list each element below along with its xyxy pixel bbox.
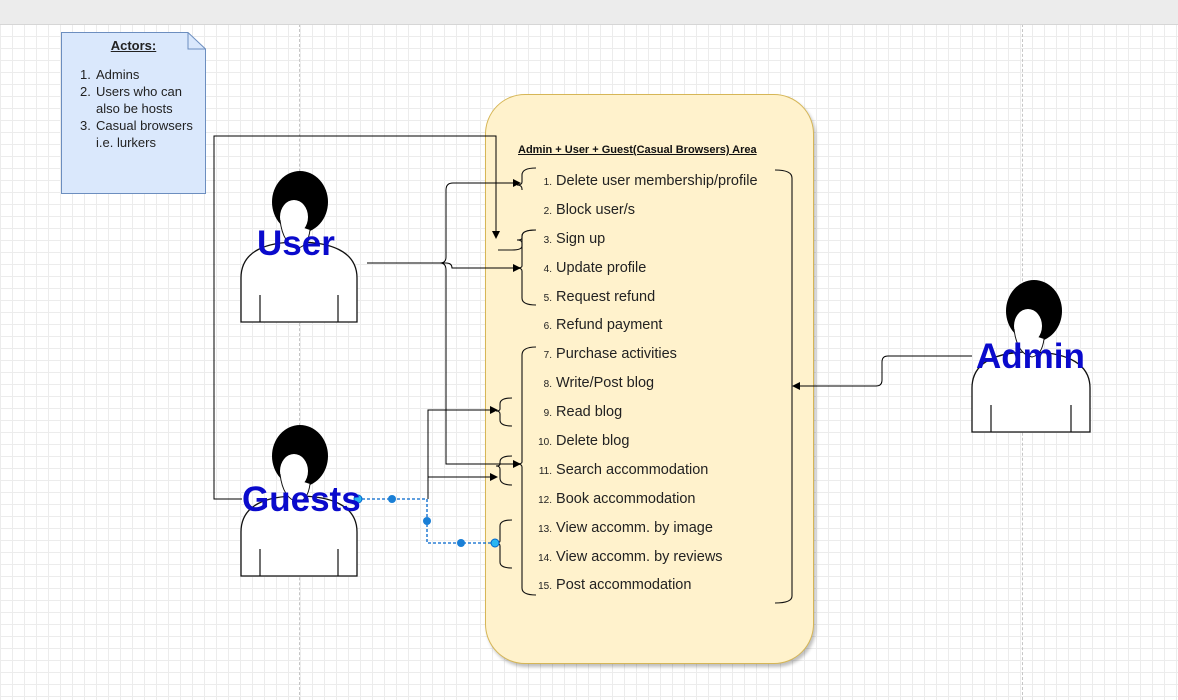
actor-list-item: Users who can also be hosts [80,83,206,117]
area-title: Admin + User + Guest(Casual Browsers) Ar… [518,144,757,156]
use-case-number: 12. [538,494,552,506]
use-case-list: 1. Delete user membership/profile 2. Blo… [530,167,780,600]
use-case-item[interactable]: 13. View accomm. by image [530,514,780,543]
use-case-item[interactable]: 5. Request refund [530,283,780,312]
toolbar-strip [0,0,1178,25]
use-case-number: 10. [538,437,552,449]
use-case-item[interactable]: 2. Block user/s [530,196,780,225]
actors-note[interactable]: Actors: Admins Users who can also be hos… [61,32,206,194]
note-title: Actors: [110,38,157,53]
guests-actor-label: Guests [242,480,361,519]
selected-connector[interactable] [353,494,500,548]
admin-connector [792,355,972,390]
use-case-label: Sign up [556,230,606,247]
use-case-number: 13. [538,523,552,535]
use-case-label: Read blog [556,404,623,421]
use-case-label: Delete user membership/profile [556,173,758,189]
page-break-line [299,24,300,700]
use-case-item[interactable]: 10. Delete blog [530,427,780,456]
use-case-item[interactable]: 6. Refund payment [530,311,780,340]
use-case-label: Delete blog [556,433,630,450]
use-case-number: 15. [538,581,552,593]
use-case-number: 3. [543,234,552,246]
use-case-item[interactable]: 14. View accomm. by reviews [530,543,780,572]
use-case-number: 14. [538,552,552,564]
use-case-label: Request refund [556,288,656,305]
use-case-item[interactable]: 12. Book accommodation [530,485,780,514]
use-case-item[interactable]: 4. Update profile [530,254,780,283]
user-actor-label: User [257,224,335,263]
use-case-label: Block user/s [556,201,636,218]
use-case-item[interactable]: 3. Sign up [530,225,780,254]
use-case-item[interactable]: 8. Write/Post blog [530,369,780,398]
use-case-item[interactable]: 9. Read blog [530,398,780,427]
use-case-label: View accomm. by reviews [556,548,723,565]
use-case-label: Write/Post blog [556,375,655,392]
use-case-label: Search accommodation [556,461,709,478]
use-case-number: 2. [543,205,552,217]
use-case-item[interactable]: 15. Post accommodation [530,571,780,600]
use-case-number: 11. [538,465,552,477]
use-case-number: 9. [543,408,552,420]
use-case-label: Refund payment [556,317,663,334]
use-case-item[interactable]: 7. Purchase activities [530,340,780,369]
actor-list-item: Admins [80,66,206,83]
use-case-item[interactable]: 1. Delete user membership/profile [530,167,780,196]
use-case-number: 7. [543,350,552,362]
use-case-label: Purchase activities [556,346,677,363]
use-case-label: Update profile [556,259,647,276]
actors-list: Admins Users who can also be hosts Casua… [61,66,206,151]
use-case-number: 6. [543,321,552,333]
actor-list-item: Casual browsers i.e. lurkers [80,117,206,151]
use-case-number: 4. [543,263,552,275]
use-case-area[interactable] [485,94,814,664]
use-case-number: 5. [543,292,552,304]
use-case-label: Book accommodation [556,490,696,507]
use-case-label: Post accommodation [556,577,692,594]
admin-actor-figure[interactable] [970,278,1094,436]
use-case-number: 8. [543,379,552,391]
use-case-number: 1. [543,177,552,188]
use-case-label: View accomm. by image [556,519,713,536]
admin-actor-label: Admin [976,337,1085,376]
use-case-item[interactable]: 11. Search accommodation [530,456,780,485]
